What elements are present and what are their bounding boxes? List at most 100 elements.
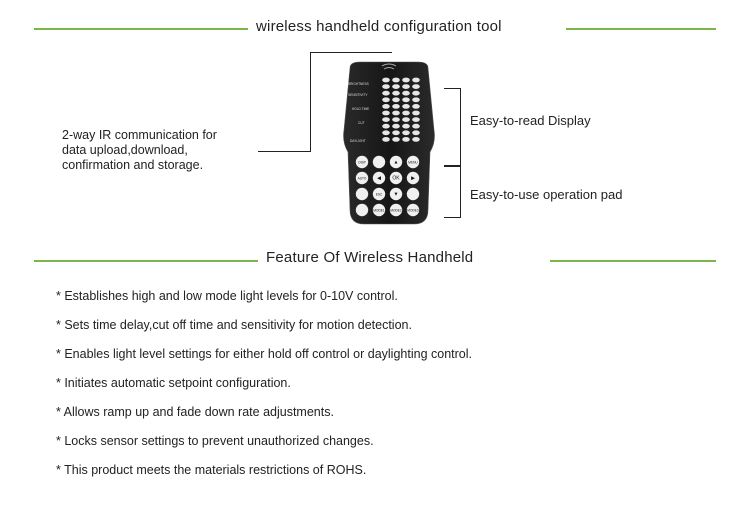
setting-key — [392, 104, 400, 109]
feature-item: * Locks sensor settings to prevent unaut… — [56, 434, 374, 448]
setting-key — [402, 123, 410, 129]
setting-key — [402, 117, 410, 122]
setting-key — [382, 123, 390, 129]
pad-key-label: ▶ — [411, 175, 415, 181]
setting-key — [382, 130, 390, 136]
label-sensitivity: SENSITIVITY — [348, 93, 368, 97]
pad-key — [406, 203, 420, 217]
pad-key — [372, 187, 386, 201]
ir-callout-line2: data upload,download, — [62, 143, 188, 157]
setting-key — [412, 77, 420, 83]
setting-key — [412, 110, 420, 116]
setting-key — [392, 90, 400, 96]
label-cut: CUT — [358, 121, 365, 125]
setting-key — [402, 110, 410, 116]
setting-key — [412, 117, 420, 122]
setting-key — [412, 137, 420, 142]
page-title: wireless handheld configuration tool — [256, 18, 502, 35]
pad-key-label: AUTO — [358, 176, 367, 180]
pad-key — [355, 187, 369, 201]
display-callout: Easy-to-read Display — [470, 113, 591, 128]
setting-key — [412, 90, 420, 96]
setting-key — [382, 84, 390, 89]
ir-leader-vertical — [310, 52, 311, 152]
pad-key — [389, 203, 403, 217]
pad-key — [406, 187, 420, 201]
setting-key — [392, 123, 400, 129]
setting-key — [392, 77, 400, 83]
setting-key — [412, 130, 420, 136]
label-hold-time: HOLD TIME — [352, 107, 369, 111]
setting-key — [402, 130, 410, 136]
operation-pad: DISP ▲ MENU AUTO ◀ OK ▶ ESC ▼ MODE1 MODE2 MODE3 — [355, 155, 420, 217]
setting-key — [392, 84, 400, 89]
setting-key — [382, 90, 390, 96]
setting-key — [392, 117, 400, 122]
feature-list: * Establishes high and low mode light le… — [56, 282, 472, 485]
feature-item: * Initiates automatic setpoint configura… — [56, 376, 291, 390]
setting-key — [402, 137, 410, 142]
setting-key — [402, 77, 410, 83]
setting-key — [382, 137, 390, 142]
pad-key-label: MODE3 — [407, 208, 419, 212]
setting-key — [402, 97, 410, 103]
pad-key — [372, 171, 386, 185]
feature-item: * Establishes high and low mode light le… — [56, 289, 398, 303]
setting-key — [412, 123, 420, 129]
remote-control-image: BRIGHTNESS SENSITIVITY HOLD TIME CUT DAY… — [343, 61, 435, 225]
pad-key-label: ESC — [376, 192, 383, 196]
setting-key — [382, 97, 390, 103]
pad-key — [372, 203, 386, 217]
feature-item: * Enables light level settings for eithe… — [56, 347, 472, 361]
ir-leader-top — [310, 52, 392, 53]
setting-key — [412, 97, 420, 103]
setting-key — [382, 104, 390, 109]
setting-key — [382, 110, 390, 116]
pad-callout: Easy-to-use operation pad — [470, 187, 623, 202]
pad-key-label: DISP — [358, 160, 365, 164]
setting-key — [382, 117, 390, 122]
setting-key — [402, 104, 410, 109]
pad-key-label: OK — [392, 175, 400, 181]
pad-key — [406, 155, 420, 169]
feature-rule-right — [550, 260, 716, 262]
feature-item: * Allows ramp up and fade down rate adju… — [56, 405, 334, 419]
pad-key — [406, 171, 420, 185]
pad-key-label: MENU — [408, 160, 418, 164]
pad-key — [372, 155, 386, 169]
pad-key — [355, 155, 369, 169]
ir-leader-horizontal — [258, 151, 311, 152]
pad-key — [389, 187, 403, 201]
setting-keys-grid — [382, 77, 420, 142]
pad-key-label: ▲ — [394, 159, 399, 165]
pad-key — [355, 171, 369, 185]
ir-callout-line3: confirmation and storage. — [62, 158, 204, 172]
pad-key-label: ◀ — [377, 175, 381, 181]
pad-key-label: MODE1 — [373, 208, 385, 212]
feature-item: * This product meets the materials restr… — [56, 463, 367, 477]
setting-key — [392, 110, 400, 116]
pad-key — [355, 203, 369, 217]
pad-key-label: MODE2 — [390, 208, 402, 212]
pad-key — [389, 171, 403, 185]
setting-key — [392, 130, 400, 136]
feature-rule-left — [34, 260, 258, 262]
ir-callout-line1: 2-way IR communication for — [62, 128, 217, 142]
setting-key — [402, 84, 410, 89]
setting-key — [382, 77, 390, 83]
display-bracket — [444, 88, 461, 166]
setting-key — [412, 104, 420, 109]
header-rule-right — [566, 28, 716, 30]
label-brightness: BRIGHTNESS — [348, 82, 369, 86]
label-daylight: DAYLIGHT — [350, 139, 366, 143]
pad-key — [389, 155, 403, 169]
pad-key-label: ▼ — [394, 191, 399, 197]
setting-key — [402, 90, 410, 96]
feature-title: Feature Of Wireless Handheld — [266, 249, 474, 266]
setting-key — [412, 84, 420, 89]
header-rule-left — [34, 28, 248, 30]
pad-bracket — [444, 166, 461, 218]
feature-item: * Sets time delay,cut off time and sensi… — [56, 318, 412, 332]
ir-callout: 2-way IR communication for data upload,d… — [62, 128, 217, 173]
setting-key — [392, 97, 400, 103]
